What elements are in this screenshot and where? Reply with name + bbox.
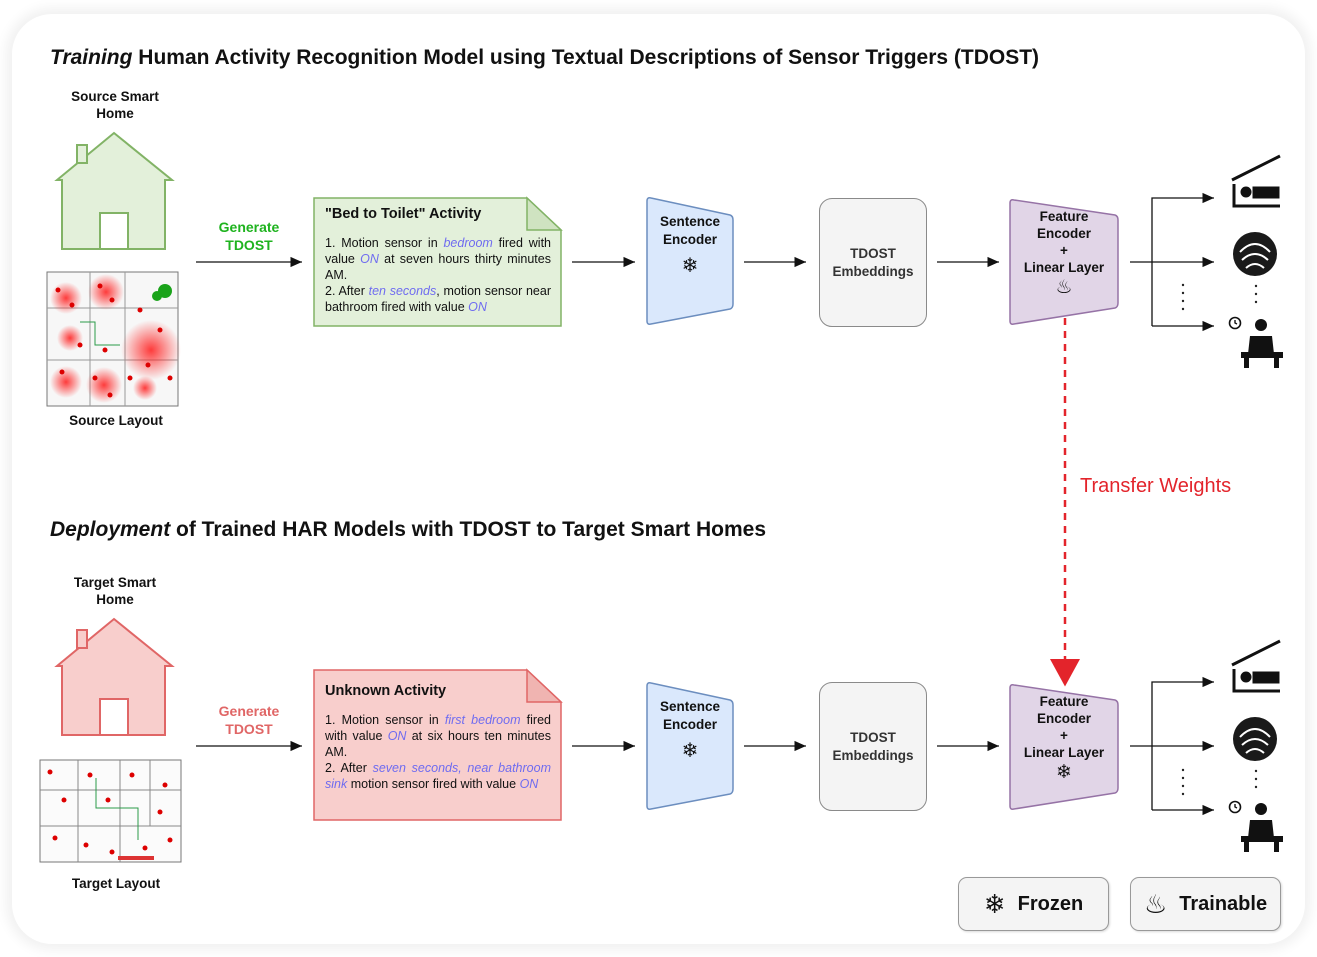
training-note-shape: [313, 197, 562, 327]
generate-tdost-label-deployment: Generate TDOST: [218, 703, 280, 737]
source-layout-label: Source Layout: [69, 413, 163, 428]
deployment-sentence-encoder-shape: [646, 682, 734, 810]
target-home-label: Target Smart Home: [73, 575, 157, 607]
deployment-sentence-encoder: Sentence Encoder ❄: [659, 699, 721, 762]
deployment-feature-encoder-shape: [1009, 684, 1119, 810]
deployment-note-heading: Unknown Activity: [325, 683, 447, 699]
snowflake-icon: ❄: [983, 888, 1006, 919]
snowflake-icon: ❄: [681, 255, 699, 277]
training-tdost-embeddings: TDOST Embeddings: [819, 198, 927, 327]
training-sentence-encoder: Sentence Encoder ❄: [659, 214, 721, 277]
target-house-icon: [54, 617, 175, 736]
deployment-tdost-note: Unknown Activity 1. Motion sensor in fir…: [314, 675, 562, 800]
training-sentence-encoder-shape: [646, 197, 734, 325]
legend-trainable-label: Trainable: [1179, 892, 1268, 915]
ellipsis-icon: [1181, 283, 1258, 796]
training-note-line1: 1. Motion sensor in bedroom fired with v…: [325, 236, 551, 282]
deployment-title: Deployment of Trained HAR Models with TD…: [50, 518, 767, 541]
legend-frozen-label: Frozen: [1017, 892, 1084, 915]
snowflake-icon: ❄: [681, 740, 699, 762]
deployment-tdost-embeddings: TDOST Embeddings: [819, 682, 927, 811]
snowflake-icon: ❄: [1056, 762, 1072, 783]
training-feature-encoder: Feature Encoder + Linear Layer ♨: [1023, 209, 1105, 298]
target-layout-map: [39, 759, 182, 863]
deployment-note-line1: 1. Motion sensor in first bedroom fired …: [325, 713, 551, 759]
deployment-feature-encoder: Feature Encoder + Linear Layer ❄: [1023, 694, 1105, 783]
training-note-heading: "Bed to Toilet" Activity: [325, 206, 482, 222]
source-layout-map: [46, 271, 181, 407]
flame-icon: ♨: [1055, 277, 1073, 298]
deployment-note-shape: [313, 669, 562, 821]
source-house-icon: [54, 131, 175, 250]
deployment-note-line2: 2. After seven seconds, near bathroom si…: [325, 761, 551, 791]
flame-icon: ♨: [1143, 888, 1168, 919]
training-feature-encoder-shape: [1009, 199, 1119, 325]
source-home-label: Source Smart Home: [71, 89, 159, 121]
training-note-line2: 2. After ten seconds, motion sensor near…: [325, 284, 551, 314]
training-tdost-note: "Bed to Toilet" Activity 1. Motion senso…: [314, 198, 562, 323]
legend-trainable: ♨ Trainable: [1130, 877, 1281, 931]
person-washing-icon: [1233, 232, 1277, 276]
transfer-weights-label: Transfer Weights: [1080, 475, 1232, 497]
target-layout-label: Target Layout: [71, 876, 161, 891]
legend-frozen: ❄ Frozen: [958, 877, 1109, 931]
bed-icon: [1231, 154, 1281, 208]
training-title: Training Human Activity Recognition Mode…: [50, 46, 1040, 69]
generate-tdost-label-training: Generate TDOST: [218, 219, 280, 253]
person-eating-icon: [1228, 316, 1283, 368]
